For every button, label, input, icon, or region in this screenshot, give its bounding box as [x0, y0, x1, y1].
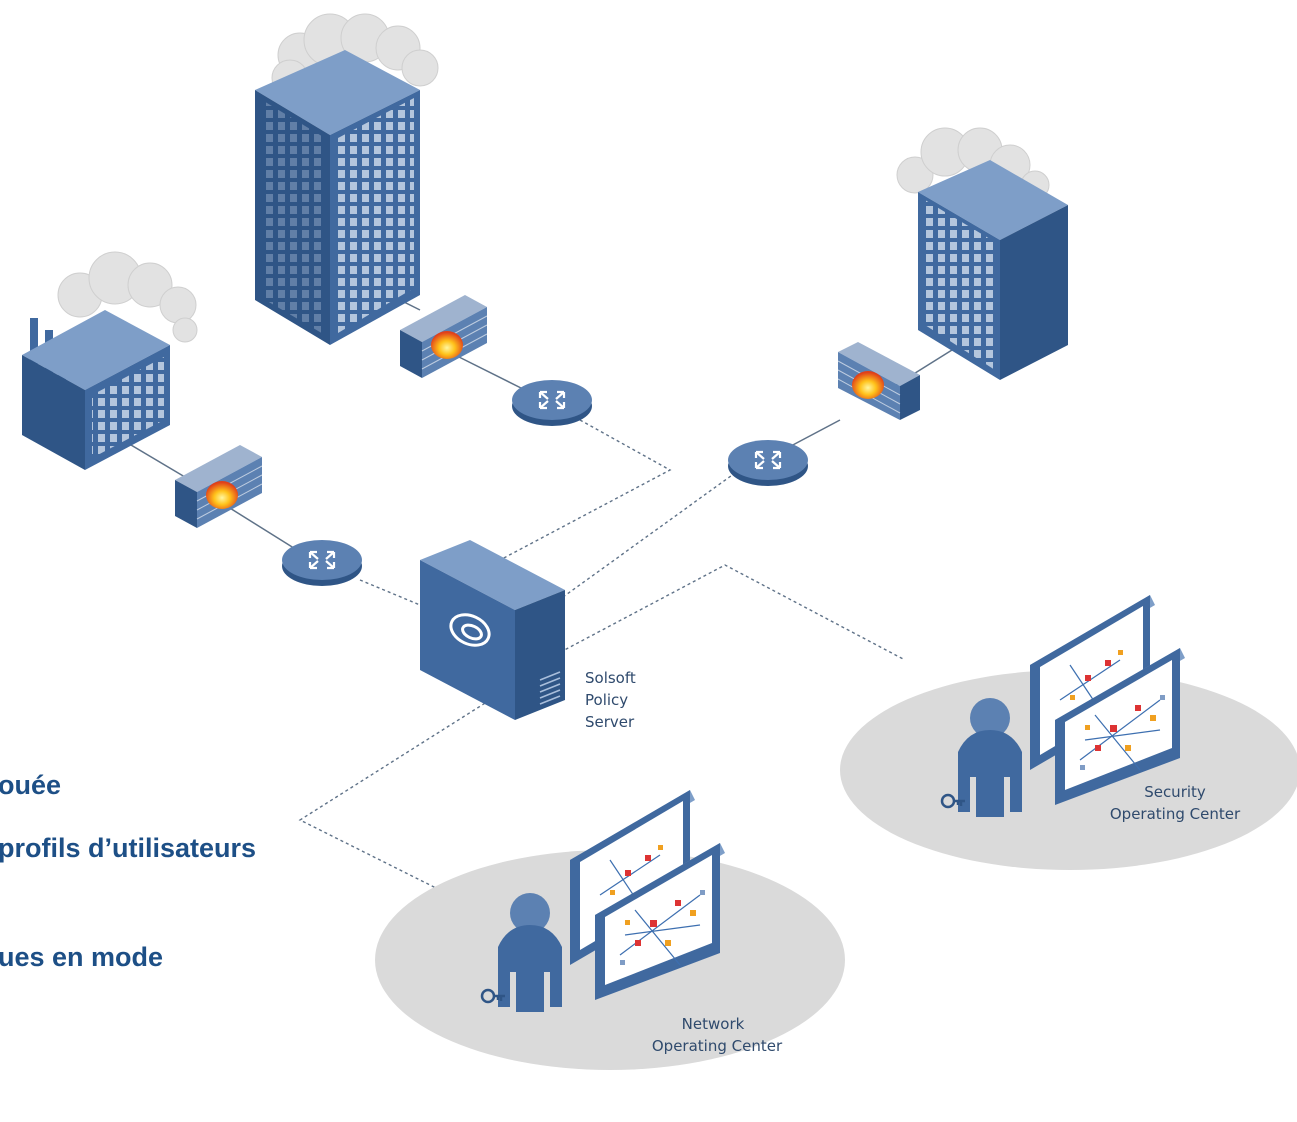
bullet-line-2: profils d’utilisateurs — [0, 833, 257, 863]
router-left-icon — [282, 540, 362, 586]
router-center-icon — [512, 380, 592, 426]
noc-label-line-2: Operating Center — [652, 1037, 783, 1055]
server-label-line-2: Policy — [585, 691, 628, 709]
factory-icon — [22, 251, 198, 470]
policy-server-icon — [420, 540, 565, 720]
soc-label-line-2: Operating Center — [1110, 805, 1241, 823]
noc-station-icon — [480, 790, 725, 1012]
soc-label-line-1: Security — [1144, 783, 1206, 801]
server-label-line-3: Server — [585, 713, 635, 731]
dashed-links — [298, 419, 906, 906]
firewall-right-icon — [837, 342, 920, 420]
server-label-line-1: Solsoft — [585, 669, 636, 687]
bullet-line-1: ouée — [0, 770, 62, 800]
tall-building-icon — [255, 13, 439, 345]
firewall-left-icon — [175, 445, 263, 528]
router-right-icon — [728, 440, 808, 486]
soc-station-icon — [940, 595, 1185, 817]
right-building-icon — [896, 127, 1068, 380]
bullet-line-3: ues en mode — [0, 942, 164, 972]
noc-label-line-1: Network — [682, 1015, 745, 1033]
firewall-center-icon — [400, 295, 488, 378]
